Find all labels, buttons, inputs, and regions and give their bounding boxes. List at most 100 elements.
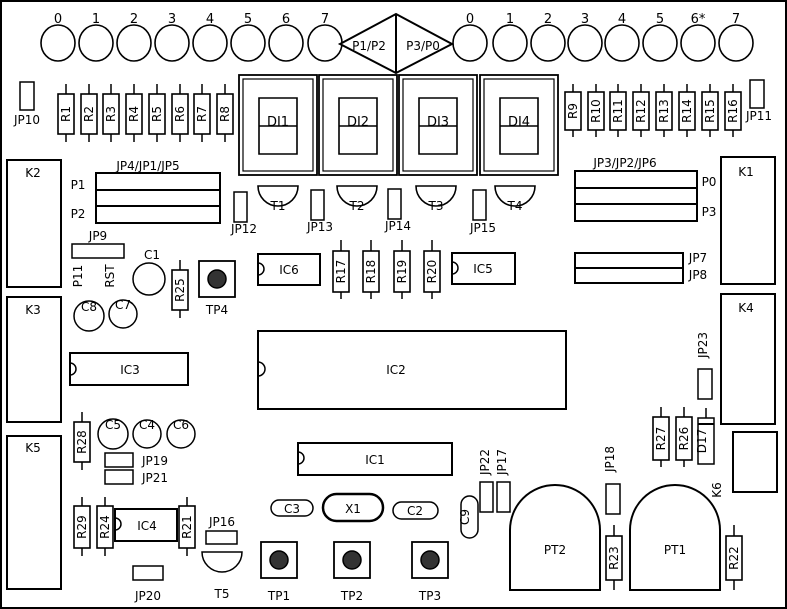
jp16-label: JP16 [208,515,235,529]
jp20-jumper [132,565,164,581]
resistor-right-0-label: R9 [566,103,580,119]
display-label: DI2 [347,115,369,130]
led-right-label: 2 [544,12,552,27]
jp23-jumper [697,368,713,400]
display-3: DI4 [479,74,559,176]
header-right-row1: P0 [702,175,717,189]
header-jp3-jp2-jp6: JP3/JP2/JP6 P0 P3 [574,156,717,222]
c6-label: C6 [173,418,189,432]
ic6-label: IC6 [279,263,299,277]
connectors [6,156,778,590]
ic3-chip: IC3 [69,352,189,386]
ic3-label: IC3 [120,363,140,377]
c9-label: C9 [458,509,472,525]
led-left-label: 5 [244,12,252,27]
c3-label: C3 [284,502,300,516]
ic2-label: IC2 [386,363,406,377]
resistor-mid-1-label: R18 [364,260,378,284]
resistor-r23-label: R23 [607,546,621,570]
led-right-0 [452,24,488,62]
tp1-label: TP1 [267,589,290,603]
led-left-label: 7 [321,12,329,27]
resistor-right-1-label: R10 [589,99,603,123]
led-left-4 [192,24,228,62]
display-0: DI1 [238,74,318,176]
display-label: DI3 [427,115,449,130]
led-right-label: 5 [656,12,664,27]
resistor-right-1: R10 [587,84,605,137]
d17-label: D17 [695,429,709,454]
jp8-label: JP8 [688,268,707,282]
display-label: DI1 [267,115,289,130]
led-right-4 [604,24,640,62]
resistor-r21-label: R21 [180,515,194,539]
c2-label: C2 [407,504,423,518]
resistor-r22-label: R22 [727,546,741,570]
resistor-left-3-label: R4 [127,106,141,122]
header-right-title: JP3/JP2/JP6 [592,156,656,170]
resistor-left-3: R4 [125,84,143,142]
led-right-1 [492,24,528,62]
jp11-jumper [749,79,765,109]
led-right-7 [718,24,754,62]
led-left-label: 0 [54,12,62,27]
led-left-label: 6 [282,12,290,27]
jp10-jumper [19,81,35,111]
resistor-left-7: R8 [216,84,234,142]
resistor-right-5: R14 [678,84,696,137]
jp11-label: JP11 [745,109,772,123]
resistor-right-5-label: R14 [680,99,694,123]
resistor-r25-label: R25 [173,278,187,302]
resistor-left-1-label: R2 [82,106,96,122]
display-1: DI2 [318,74,398,176]
diamond-label-left: P1/P2 [352,39,386,53]
pt1-label: PT1 [664,543,686,557]
resistor-mid-3: R20 [423,240,441,299]
led-left-label: 4 [206,12,214,27]
tp3-label: TP3 [418,589,441,603]
led-left-7 [307,24,343,62]
k4-label: K4 [738,301,754,315]
jp7-label: JP7 [688,251,707,265]
resistor-r23: R23 [605,525,623,590]
led-left-label: 3 [168,12,176,27]
jp19-jumper [104,452,134,468]
resistor-right-4: R13 [655,84,673,137]
jumper-row-jp12-jp15 [233,188,487,223]
resistor-r28-label: R28 [75,430,89,454]
resistor-right-6-label: R15 [703,99,717,123]
jp22-label: JP22 [478,449,492,476]
resistor-left-4-label: R5 [150,106,164,122]
jp18-jumper [605,483,621,515]
transistor-3: T4 [494,185,536,213]
resistor-left-5: R6 [171,84,189,142]
jp17-label: JP17 [495,449,509,476]
resistor-r24: R24 [96,497,114,556]
ic5-label: IC5 [473,262,493,276]
ic4-chip: IC4 [114,508,178,542]
resistor-r24-label: R24 [98,515,112,539]
ic5-chip: IC5 [451,252,516,285]
c1-label: C1 [144,248,160,262]
pt2-label: PT2 [544,543,566,557]
potentiometer-pt2 [509,484,601,591]
led-left-3 [154,24,190,62]
jp9-label: JP9 [88,229,107,243]
resistor-left-6-label: R7 [195,106,209,122]
resistor-left-0: R1 [57,84,75,142]
led-left-6 [268,24,304,62]
jp23-label: JP23 [696,332,710,359]
resistor-left-4: R5 [148,84,166,142]
k6-label: K6 [710,482,724,498]
resistor-right-3: R12 [632,84,650,137]
resistor-r28: R28 [73,412,91,470]
led-left-label: 1 [92,12,100,27]
resistor-mid-0: R17 [332,240,350,299]
c5-label: C5 [105,418,121,432]
resistor-left-0-label: R1 [59,106,73,122]
header-left-row2: P2 [71,207,86,221]
